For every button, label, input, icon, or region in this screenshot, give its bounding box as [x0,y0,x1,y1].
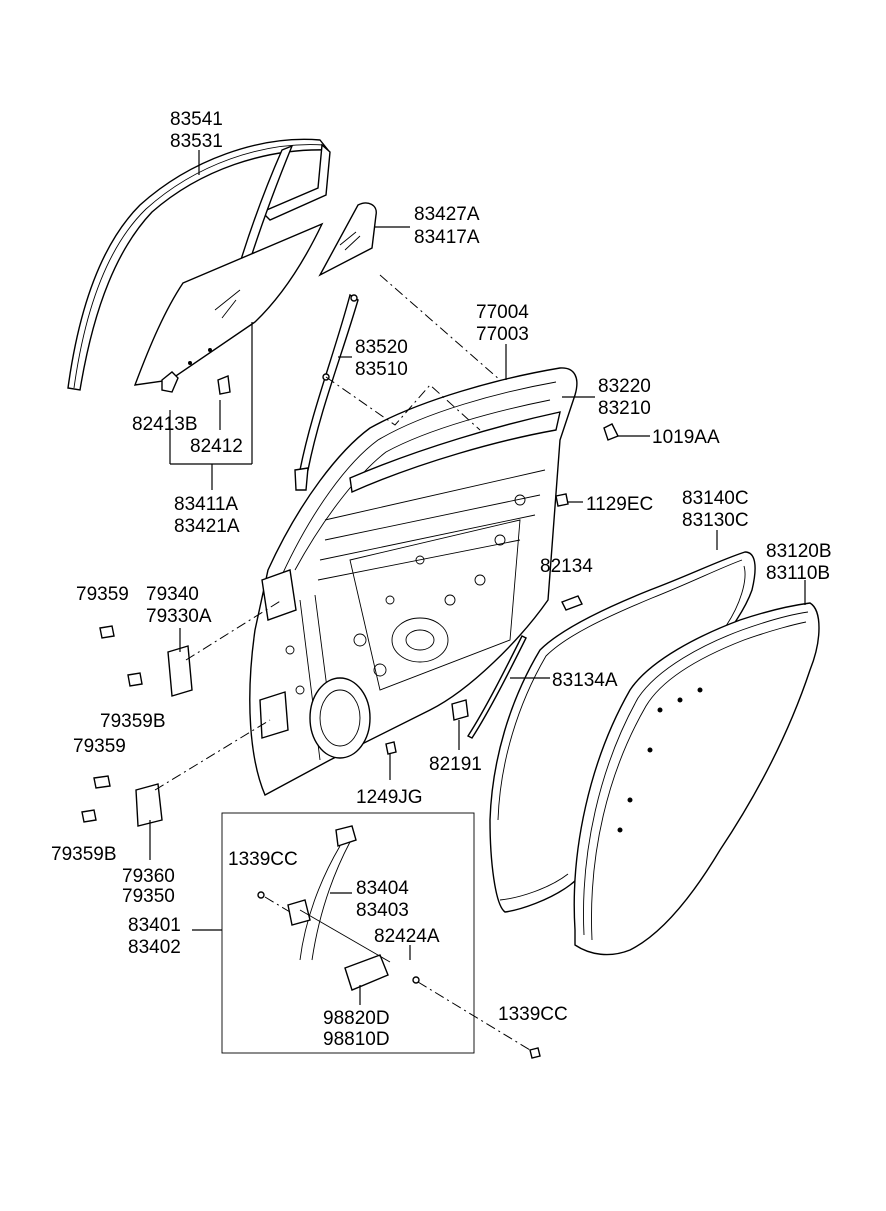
label-83417a: 83417A [414,227,480,248]
label-82424a: 82424A [374,926,440,947]
label-83411a: 83411A [174,494,238,515]
label-98810d: 98810D [323,1029,390,1050]
label-83403: 83403 [356,900,409,921]
label-1129ec: 1129EC [586,494,653,515]
label-83531: 83531 [170,131,223,152]
door-panel [249,367,578,796]
label-79359-upper: 79359 [76,584,129,605]
label-83404: 83404 [356,878,409,899]
label-1249jg: 1249JG [356,787,423,808]
label-83130c: 83130C [682,510,749,531]
label-83120b: 83120B [766,541,832,562]
label-1339cc-upper: 1339CC [228,849,298,870]
quarter-glass [318,202,377,277]
label-82134: 82134 [540,556,593,577]
part-labels: 83541 83531 83427A 83417A 77004 77003 83… [51,109,832,1050]
regulator-box [221,812,475,1054]
dashed-leaders [154,274,531,1051]
label-83541: 83541 [170,109,223,130]
label-79340: 79340 [146,584,199,605]
clip-1019aa [603,423,619,441]
label-83134a: 83134A [552,670,618,691]
label-83220: 83220 [598,376,651,397]
upper-hinge [99,625,193,697]
label-83401: 83401 [128,915,181,936]
label-83421a: 83421A [174,516,240,537]
label-83402: 83402 [128,937,181,958]
label-83140c: 83140C [682,488,749,509]
leader-lines [149,150,806,1005]
label-79350: 79350 [122,886,175,907]
label-83510: 83510 [355,359,408,380]
label-77004: 77004 [476,302,529,323]
label-79359b-lower: 79359B [51,844,117,865]
label-82412: 82412 [190,436,243,457]
label-79359b-upper: 79359B [100,711,166,732]
screw-1129ec [555,493,569,507]
label-1339cc-lower: 1339CC [498,1004,568,1025]
label-83110b: 83110B [766,563,830,584]
clip-82134 [561,595,583,611]
label-77003: 77003 [476,324,529,345]
label-82413b: 82413B [132,414,198,435]
nut-1339cc [529,1047,541,1059]
label-83427a: 83427A [414,204,480,225]
label-83520: 83520 [355,337,408,358]
label-79330a: 79330A [146,606,212,627]
label-79359-lower: 79359 [73,736,126,757]
window-regulator [257,825,420,991]
body-weatherstrip [573,602,820,956]
bumper-82191 [451,699,469,721]
label-83210: 83210 [598,398,651,419]
screw-1249jg [385,741,397,755]
label-79360: 79360 [122,866,175,887]
label-1019aa: 1019AA [652,427,720,448]
door-glass [133,222,324,395]
label-98820d: 98820D [323,1008,390,1029]
lower-hinge [81,775,163,827]
label-82191: 82191 [429,754,482,775]
strip-83134a [466,635,527,739]
